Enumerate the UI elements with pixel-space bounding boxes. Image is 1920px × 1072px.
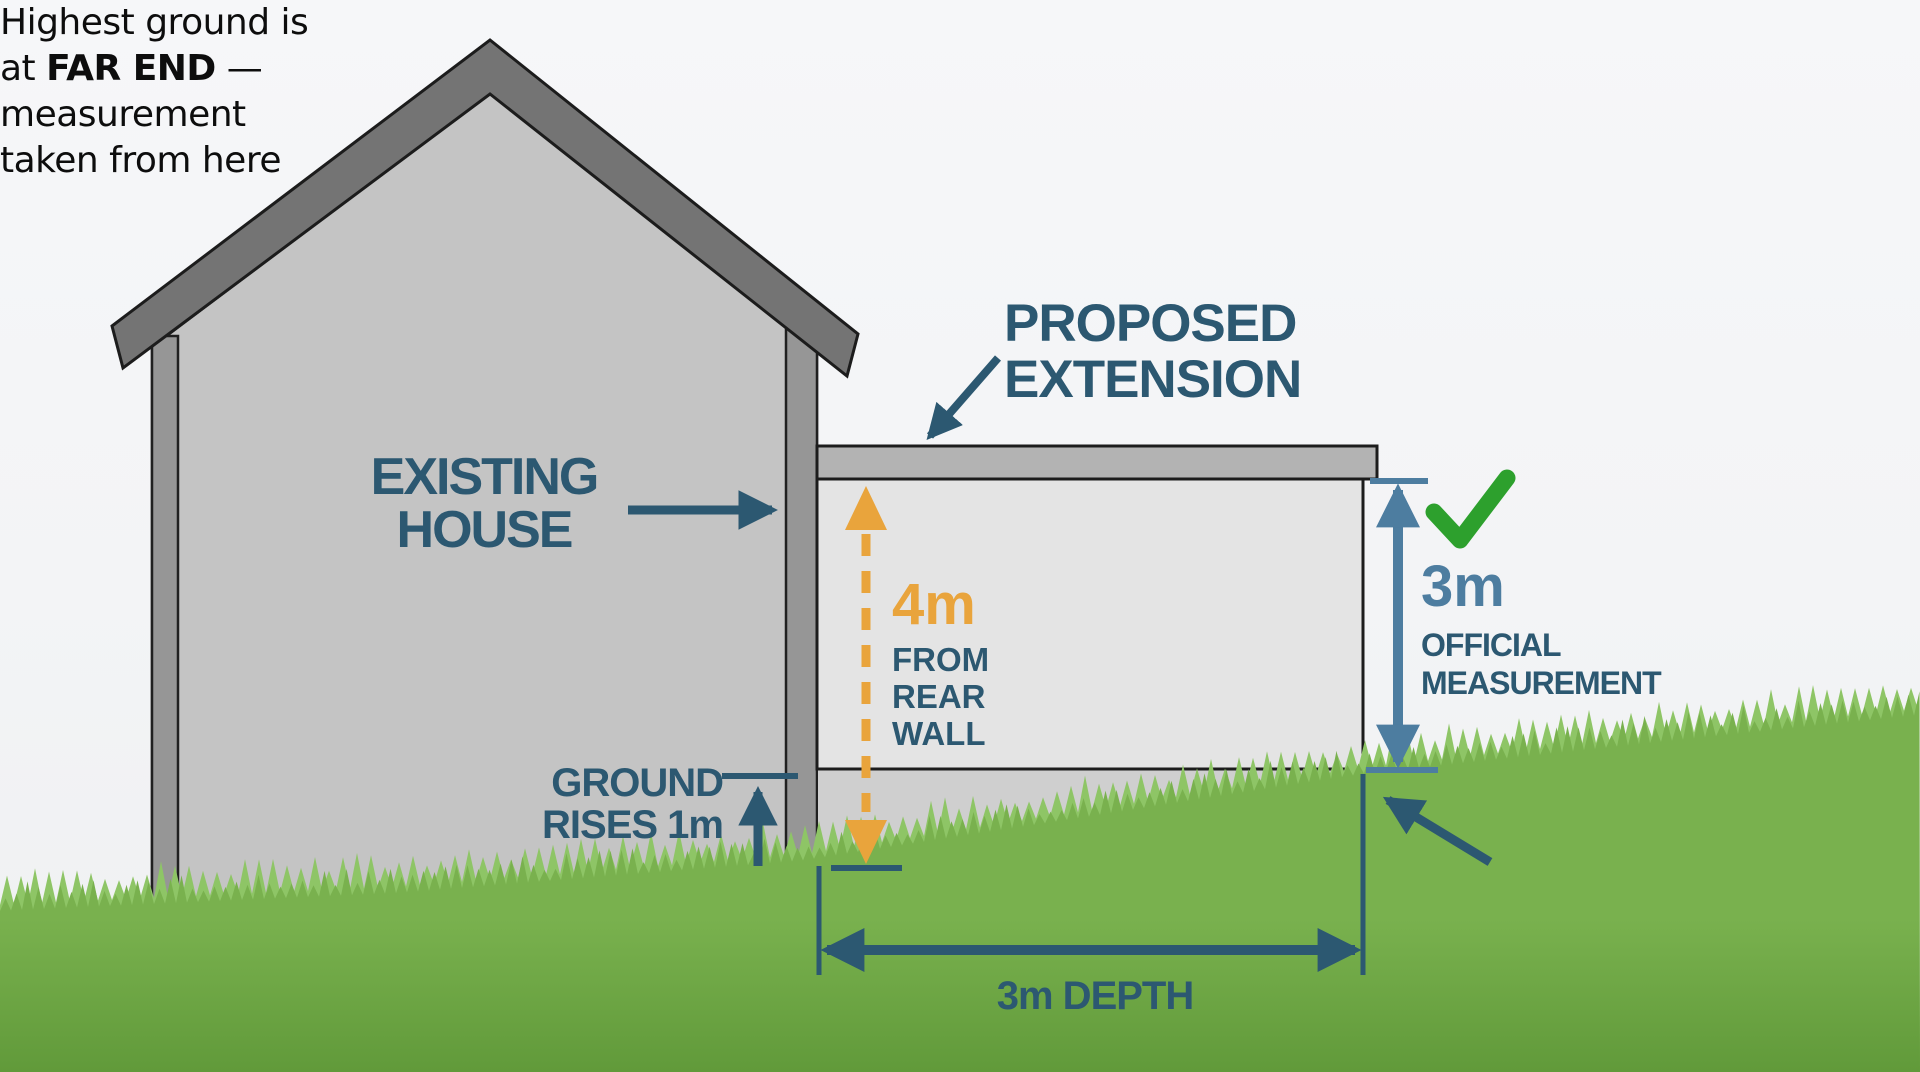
ground-rises-label: GROUND RISES 1m [423,761,724,847]
annotations [628,355,1516,975]
proposed-extension-line1: PROPOSED [1004,294,1297,353]
house-roof [110,38,860,379]
note-line2-bold: FAR END [46,48,216,89]
note-line1: Highest ground is [0,2,309,43]
checkmark-icon [1425,469,1516,549]
ground-rises-line1: GROUND [551,761,724,805]
note-line2: at FAR END — [0,46,1920,92]
height-4m-arrowhead-down [845,820,887,864]
official-caption-line1: OFFICIAL [1421,627,1562,663]
official-caption-line2: MEASUREMENT [1421,665,1662,701]
note-line4: taken from here [0,140,282,181]
extension-pointer-arrow [926,355,1002,440]
height-4m-caption-line2: REAR [892,678,986,715]
note-line3: measurement [0,94,246,135]
proposed-extension-line2: EXTENSION [1004,350,1302,409]
note-line2-pre: at [0,48,47,89]
extension-body [815,477,1365,771]
height-4m-arrowhead-up [845,486,887,530]
highest-ground-note: Highest ground is at FAR END — measureme… [0,0,1920,184]
existing-house-line2: HOUSE [396,501,574,559]
official-measurement-caption: OFFICIAL MEASUREMENT [1421,626,1662,702]
official-3m-value: 3m [1421,554,1505,619]
note-line2-post: — [215,48,263,89]
existing-house-line1: EXISTING [370,448,600,506]
height-4m-caption: FROM REAR WALL [892,641,989,752]
proposed-extension-label: PROPOSED EXTENSION [1004,294,1302,409]
height-4m-value: 4m [892,572,976,637]
ground-rises-line2: RISES 1m [542,803,724,847]
extension-roof-slab [815,444,1379,481]
note-pointer-arrow [1382,796,1493,866]
depth-label: 3m DEPTH [996,974,1195,1018]
grass-surface [0,691,1920,1072]
height-4m-caption-line1: FROM [892,641,990,678]
existing-house-label: EXISTING HOUSE [294,451,674,557]
height-4m-caption-line3: WALL [892,715,986,752]
sloping-ground [0,685,1920,1072]
